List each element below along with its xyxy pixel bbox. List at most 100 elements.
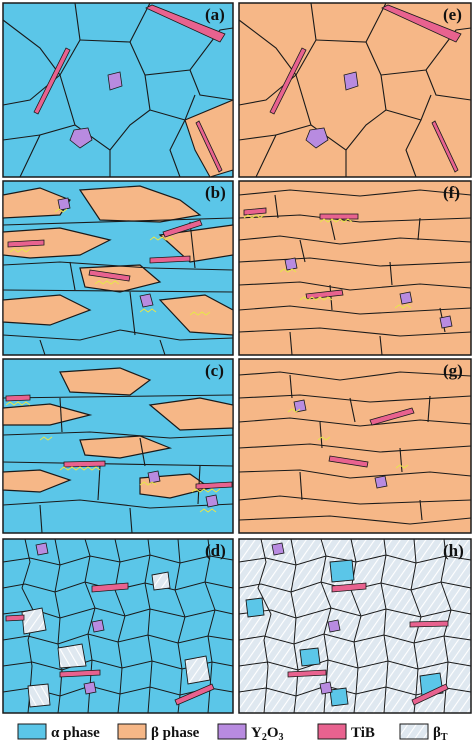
panel-f-y2o3-2: [399, 291, 413, 305]
panel-d-y2o3-2: [91, 619, 105, 633]
panel-b-beta-3: [2, 227, 112, 259]
panel-h: (h): [238, 538, 472, 714]
legend-beta-label: β phase: [151, 725, 200, 741]
panel-h-alpha-2: [245, 597, 265, 618]
panel-b-tib-4: [149, 255, 191, 264]
panel-b-dislocations: [9, 208, 211, 316]
panel-e: (e): [238, 2, 472, 178]
panel-e-tib-1: [381, 4, 462, 43]
beta-swatch: [117, 723, 147, 740]
panel-d-tib-2: [5, 614, 25, 622]
panel-f: (f): [238, 180, 472, 356]
panel-b-beta-2: [78, 185, 202, 223]
panel-c-label: (c): [205, 361, 224, 380]
panel-b: (b): [2, 180, 234, 356]
panel-d-beta-t-4: [27, 683, 51, 708]
legend-y2o3-sub1: 2: [262, 732, 267, 743]
panel-e-y2o3-2: [305, 127, 329, 149]
panel-c-tib-2: [63, 460, 106, 468]
panel-f-y2o3-1: [284, 257, 298, 271]
panel-c-dislocations: [5, 401, 221, 513]
panel-d-beta-t-2: [57, 643, 87, 669]
panel-c-beta-1: [59, 367, 152, 396]
panel-a-y2o3-2: [69, 127, 93, 149]
panel-h-y2o3-3: [319, 681, 333, 695]
legend-y2o3-label: Y2O3: [251, 725, 284, 743]
panel-d-beta-t-3: [184, 655, 211, 685]
panel-h-alpha-3: [299, 647, 321, 667]
panel-f-label: (f): [443, 183, 460, 202]
panel-d-beta-t-5: [151, 571, 171, 591]
panel-e-grain-boundaries: [238, 2, 472, 178]
panel-b-y2o3-1: [57, 197, 71, 211]
panel-b-grain-boundaries: [2, 217, 234, 356]
legend-y2o3-o: O: [267, 725, 279, 741]
beta-t-swatch: [399, 723, 429, 740]
panel-f-dislocations: [243, 214, 412, 309]
panel-a-beta-grain: [184, 99, 234, 178]
panel-d-y2o3-3: [83, 681, 97, 695]
panel-d-tib-1: [91, 582, 129, 593]
legend-beta-t-sub: T: [441, 732, 448, 743]
panel-c-y2o3-2: [205, 494, 219, 508]
panel-d: (d): [2, 538, 234, 714]
panel-f-matrix: [238, 180, 472, 356]
panel-b-tib-3: [88, 269, 131, 282]
panel-f-tib-1: [243, 207, 267, 216]
panel-f-y2o3-3: [439, 315, 453, 329]
panel-a: (a): [2, 2, 234, 178]
panel-d-beta-t-1: [21, 607, 47, 635]
y2o3-swatch: [217, 723, 247, 740]
panel-b-y2o3-2: [139, 293, 154, 308]
panel-g-y2o3-1: [293, 399, 307, 413]
panel-e-label: (e): [443, 5, 462, 24]
panel-c-grain-boundaries: [2, 394, 234, 534]
panel-h-label: (h): [443, 541, 464, 560]
panel-h-alpha-5: [329, 687, 349, 707]
panel-c-beta-3: [148, 397, 234, 431]
panel-b-tib-2: [7, 239, 45, 248]
panel-h-tib-1: [331, 582, 367, 593]
panel-d-y2o3-1: [35, 542, 49, 556]
panel-d-tib-4: [174, 683, 215, 706]
panel-c-y2o3-1: [147, 470, 161, 484]
panel-e-tib-2: [269, 47, 307, 115]
legend-tib-label: TiB: [351, 725, 375, 741]
panel-h-tib-3: [287, 669, 327, 678]
panel-a-tib-3: [195, 120, 223, 173]
legend-beta-t-label: βT: [433, 725, 448, 743]
panel-b-beta-4: [158, 224, 234, 263]
panel-h-y2o3-1: [271, 542, 285, 556]
panel-b-beta-7: [158, 294, 234, 336]
panel-g-label: (g): [443, 361, 463, 380]
panel-a-tib-1: [145, 4, 226, 43]
legend-beta-t-beta: β: [433, 725, 441, 741]
panel-d-label: (d): [205, 541, 226, 560]
alpha-swatch: [17, 723, 47, 740]
panel-a-label: (a): [205, 5, 225, 24]
panel-g: (g): [238, 358, 472, 534]
panel-e-y2o3-1: [343, 71, 359, 91]
panel-b-tib-1: [162, 219, 203, 238]
panel-d-tib-3: [59, 669, 101, 678]
panel-c-tib-3: [195, 481, 233, 490]
legend-y2o3-sub2: 3: [279, 732, 284, 743]
legend: α phase β phase Y2O3 TiB βT: [17, 723, 448, 743]
panel-c-beta-2: [2, 403, 93, 426]
panel-e-tib-3: [431, 120, 459, 173]
panel-c-beta-5: [2, 469, 72, 493]
panel-h-y2o3-2: [327, 619, 341, 633]
panel-h-tib-2: [409, 620, 449, 628]
panel-b-beta-6: [2, 294, 92, 326]
panel-c-tib-1: [5, 394, 31, 402]
panel-c: (c): [2, 358, 234, 534]
panel-g-grain-boundaries: [238, 371, 472, 525]
legend-y2o3-y: Y: [251, 725, 262, 741]
panel-g-tib-1: [369, 407, 415, 426]
panel-c-beta-4: [79, 435, 173, 459]
panel-g-dislocations: [287, 408, 409, 469]
panel-h-tib-4: [411, 683, 449, 706]
panel-a-tib-2: [33, 47, 71, 115]
panel-h-alpha-1: [329, 559, 355, 583]
